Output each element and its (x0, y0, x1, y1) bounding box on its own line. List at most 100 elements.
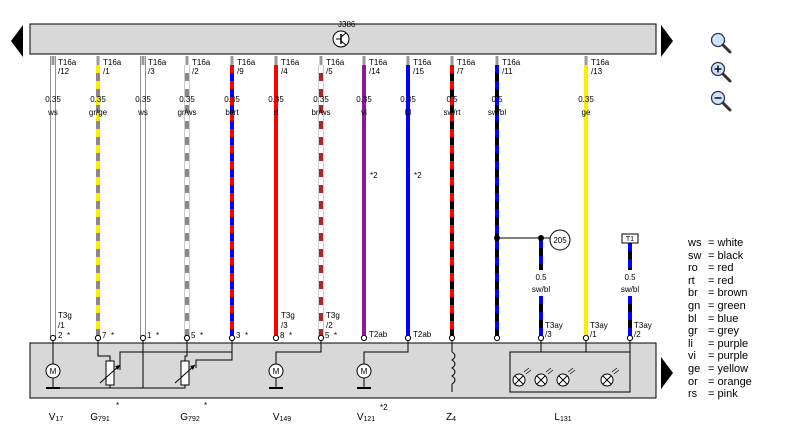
arrow-right-lower-icon[interactable] (660, 356, 674, 390)
legend-name: yellow (717, 362, 749, 375)
branch-wire-color: sw/bl (621, 285, 639, 294)
legend-name: green (717, 299, 746, 312)
lower-connector: T3g (58, 311, 72, 320)
legend-code: or (688, 375, 698, 388)
transistor-icon (332, 30, 350, 48)
pin-star: * (334, 331, 337, 340)
wire-size: 0.35 (135, 95, 151, 104)
lower-connector: T3ay (590, 321, 608, 330)
zoom-reset-icon[interactable] (708, 88, 732, 112)
legend-separator: = (705, 287, 718, 300)
legend-code: gr (688, 325, 698, 338)
pin-terminal (317, 334, 325, 342)
motor-v121-icon[interactable]: M (356, 363, 372, 389)
legend-code: vi (688, 350, 696, 363)
component-label: V121 (357, 412, 375, 423)
connector-pin: /5 (326, 67, 333, 76)
wire-color-code: ws (47, 108, 58, 117)
pin-terminal (493, 334, 501, 342)
pin-terminal (448, 334, 456, 342)
legend-row: vi = purple (688, 350, 752, 363)
wire-color-code: gr/ws (177, 108, 196, 117)
connector-label: T16a (281, 58, 300, 67)
heater-z4-icon[interactable] (451, 340, 456, 392)
connector-pin: /4 (281, 67, 288, 76)
svg-text:M: M (273, 367, 280, 376)
junction-dot (494, 235, 500, 241)
wire-size: 0.35 (224, 95, 240, 104)
legend-separator: = (705, 312, 718, 325)
component-label: V17 (49, 412, 64, 423)
component-label: V149 (273, 412, 291, 423)
branch-connector: T3ay (634, 321, 652, 330)
wire-size: 0.35 (356, 95, 372, 104)
branch-connector-pin: /3 (545, 330, 552, 339)
zoom-in-icon[interactable] (708, 59, 732, 83)
arrow-right-icon[interactable] (660, 24, 674, 58)
pin-terminal (404, 334, 412, 342)
legend-row: bl = blue (688, 313, 752, 326)
component-label: G792 (180, 412, 200, 423)
ground-ref-circle[interactable] (549, 229, 571, 251)
pin-terminal (228, 334, 236, 342)
lower-connector-pin: /3 (281, 321, 288, 330)
legend-separator: = (705, 362, 718, 375)
legend-row: gr = grey (688, 325, 752, 338)
junction-dot (538, 235, 544, 241)
wire-size: 0.35 (400, 95, 416, 104)
branch-wire-color: sw/bl (532, 285, 550, 294)
pin-number: 5 (191, 331, 196, 340)
connector-pin: /13 (591, 67, 603, 76)
lamps-l131-icon[interactable] (509, 340, 631, 393)
wires (49, 56, 634, 342)
legend-name: purple (717, 350, 749, 363)
pin-terminal (582, 334, 590, 342)
pin-terminal (183, 334, 191, 342)
pin-star: * (111, 331, 114, 340)
connector-pin: /14 (369, 67, 381, 76)
wire-size: 0.35 (578, 95, 594, 104)
legend-code: rs (688, 388, 698, 401)
connector-label: T16a (369, 58, 388, 67)
internal-wire (184, 340, 188, 361)
connector-label: T16a (457, 58, 476, 67)
legend-name: blue (717, 312, 739, 325)
zoom-out-icon[interactable] (708, 30, 732, 54)
legend-separator: = (705, 249, 718, 262)
component-note: * (204, 401, 207, 410)
pin-number: 3 (236, 331, 241, 340)
legend-name: orange (717, 375, 752, 388)
component-label: Z4 (446, 412, 456, 423)
connector-pin: /12 (58, 67, 70, 76)
connector-pin: /2 (192, 67, 199, 76)
pin-star: * (67, 331, 70, 340)
legend-row: sw = black (688, 250, 752, 263)
lower-connector: T3g (326, 311, 340, 320)
legend-separator: = (705, 237, 718, 249)
pin-number: 2 (58, 331, 63, 340)
legend-row: gn = green (688, 300, 752, 313)
wire-color-code: ge (582, 108, 591, 117)
component-note: * (116, 401, 119, 410)
wire-note: *2 (414, 171, 422, 180)
component-label: L131 (554, 412, 571, 423)
wire-labels: T16a/120.35wsT16a/10.35gr/geT16a/30.35ws… (45, 58, 652, 423)
internal-wire (275, 340, 322, 364)
connector-label: T16a (148, 58, 167, 67)
legend-code: ws (688, 237, 702, 249)
connector-pin: /15 (413, 67, 425, 76)
legend-code: br (688, 287, 698, 300)
wire-size: 0.5 (446, 95, 458, 104)
pin-star: * (156, 331, 159, 340)
connector-label: T16a (326, 58, 345, 67)
wire-color-code: ws (137, 108, 148, 117)
legend-row: ge = yellow (688, 363, 752, 376)
legend-row: ws = white (688, 237, 752, 250)
component-note: *2 (380, 403, 388, 412)
legend-row: rs = pink (688, 388, 752, 401)
arrow-left-icon[interactable] (10, 24, 24, 58)
pin-number: 7 (102, 331, 107, 340)
connector-pin: /11 (502, 67, 513, 76)
motor-v149-icon[interactable]: M (268, 363, 284, 389)
